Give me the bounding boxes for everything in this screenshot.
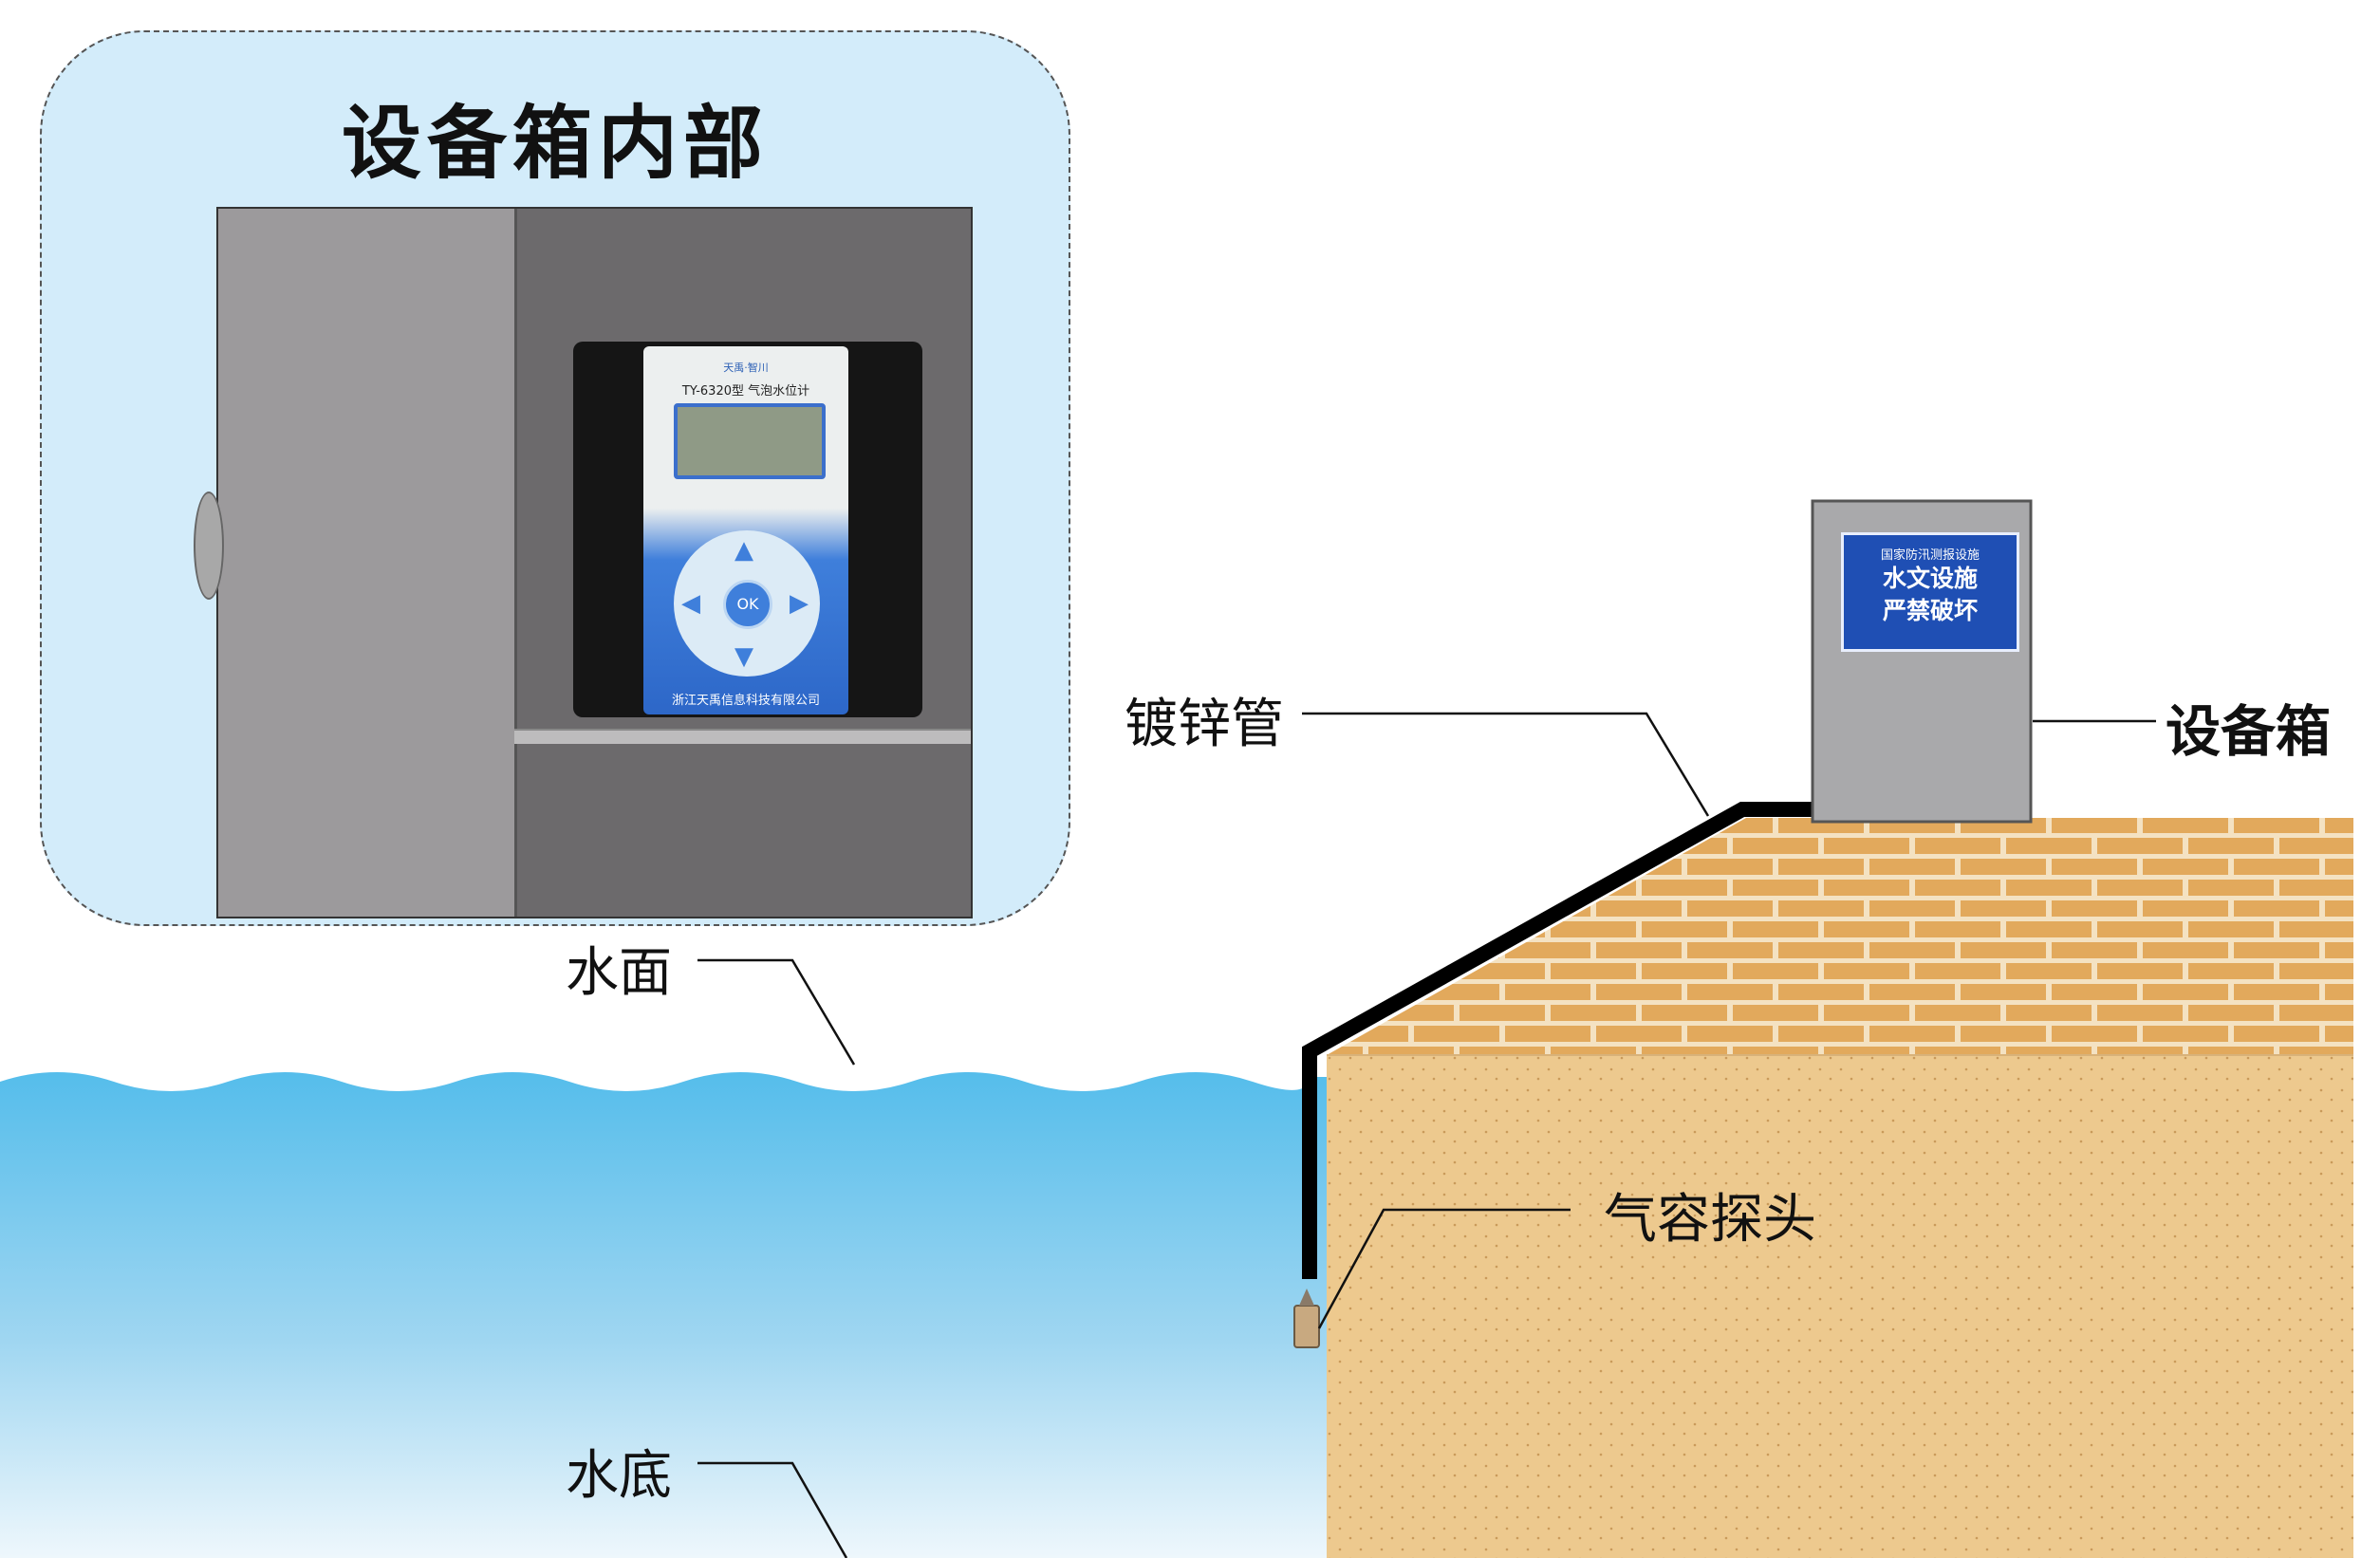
ok-button: OK	[723, 580, 772, 629]
down-arrow-icon: ▼	[734, 642, 753, 671]
inset-panel: 设备箱内部 天禹·智川 TY-6320型 气泡水位计 ▲ ▼ ◀ ▶ OK 浙江…	[40, 30, 1070, 926]
up-arrow-icon: ▲	[734, 536, 753, 565]
label-water-bottom: 水底	[566, 1445, 672, 1507]
device-keypad: ▲ ▼ ◀ ▶ OK	[674, 530, 820, 677]
label-probe: 气容探头	[1604, 1189, 1816, 1251]
label-galvanized-pipe: 镀锌管	[1125, 694, 1284, 755]
cabinet-door	[194, 209, 517, 917]
right-arrow-icon: ▶	[790, 589, 809, 618]
label-equipment-box: 设备箱	[2166, 699, 2332, 764]
door-handle	[194, 492, 224, 600]
embankment-brick	[1327, 818, 2353, 1055]
warning-sign: 国家防汛测报设施 水文设施 严禁破坏	[1841, 532, 2019, 652]
leader-water-surface	[697, 958, 856, 1066]
water-body	[0, 1072, 1329, 1558]
leader-water-bottom	[697, 1461, 848, 1558]
device-model: TY-6320型 气泡水位计	[681, 384, 810, 399]
embankment-soil	[1327, 1055, 2353, 1558]
galvanized-pipe	[1302, 802, 1822, 1279]
cabinet: 天禹·智川 TY-6320型 气泡水位计 ▲ ▼ ◀ ▶ OK 浙江天禹信息科技…	[194, 207, 973, 918]
leader-probe	[1317, 1208, 1571, 1329]
sign-header: 国家防汛测报设施	[1880, 548, 1980, 563]
sign-line-1: 水文设施	[1882, 565, 1978, 592]
sign-line-2: 严禁破坏	[1882, 597, 1978, 624]
device-brand: 天禹·智川	[723, 362, 769, 374]
device-company: 浙江天禹信息科技有限公司	[671, 694, 820, 708]
device-face: 天禹·智川 TY-6320型 气泡水位计 ▲ ▼ ◀ ▶ OK 浙江天禹信息科技…	[643, 346, 848, 714]
left-arrow-icon: ◀	[681, 589, 700, 618]
device-lcd	[674, 403, 826, 479]
inset-title: 设备箱内部	[341, 97, 769, 190]
cabinet-shelf	[514, 729, 971, 744]
leader-galvanized-pipe	[1302, 712, 1710, 817]
label-water-surface: 水面	[566, 942, 672, 1004]
